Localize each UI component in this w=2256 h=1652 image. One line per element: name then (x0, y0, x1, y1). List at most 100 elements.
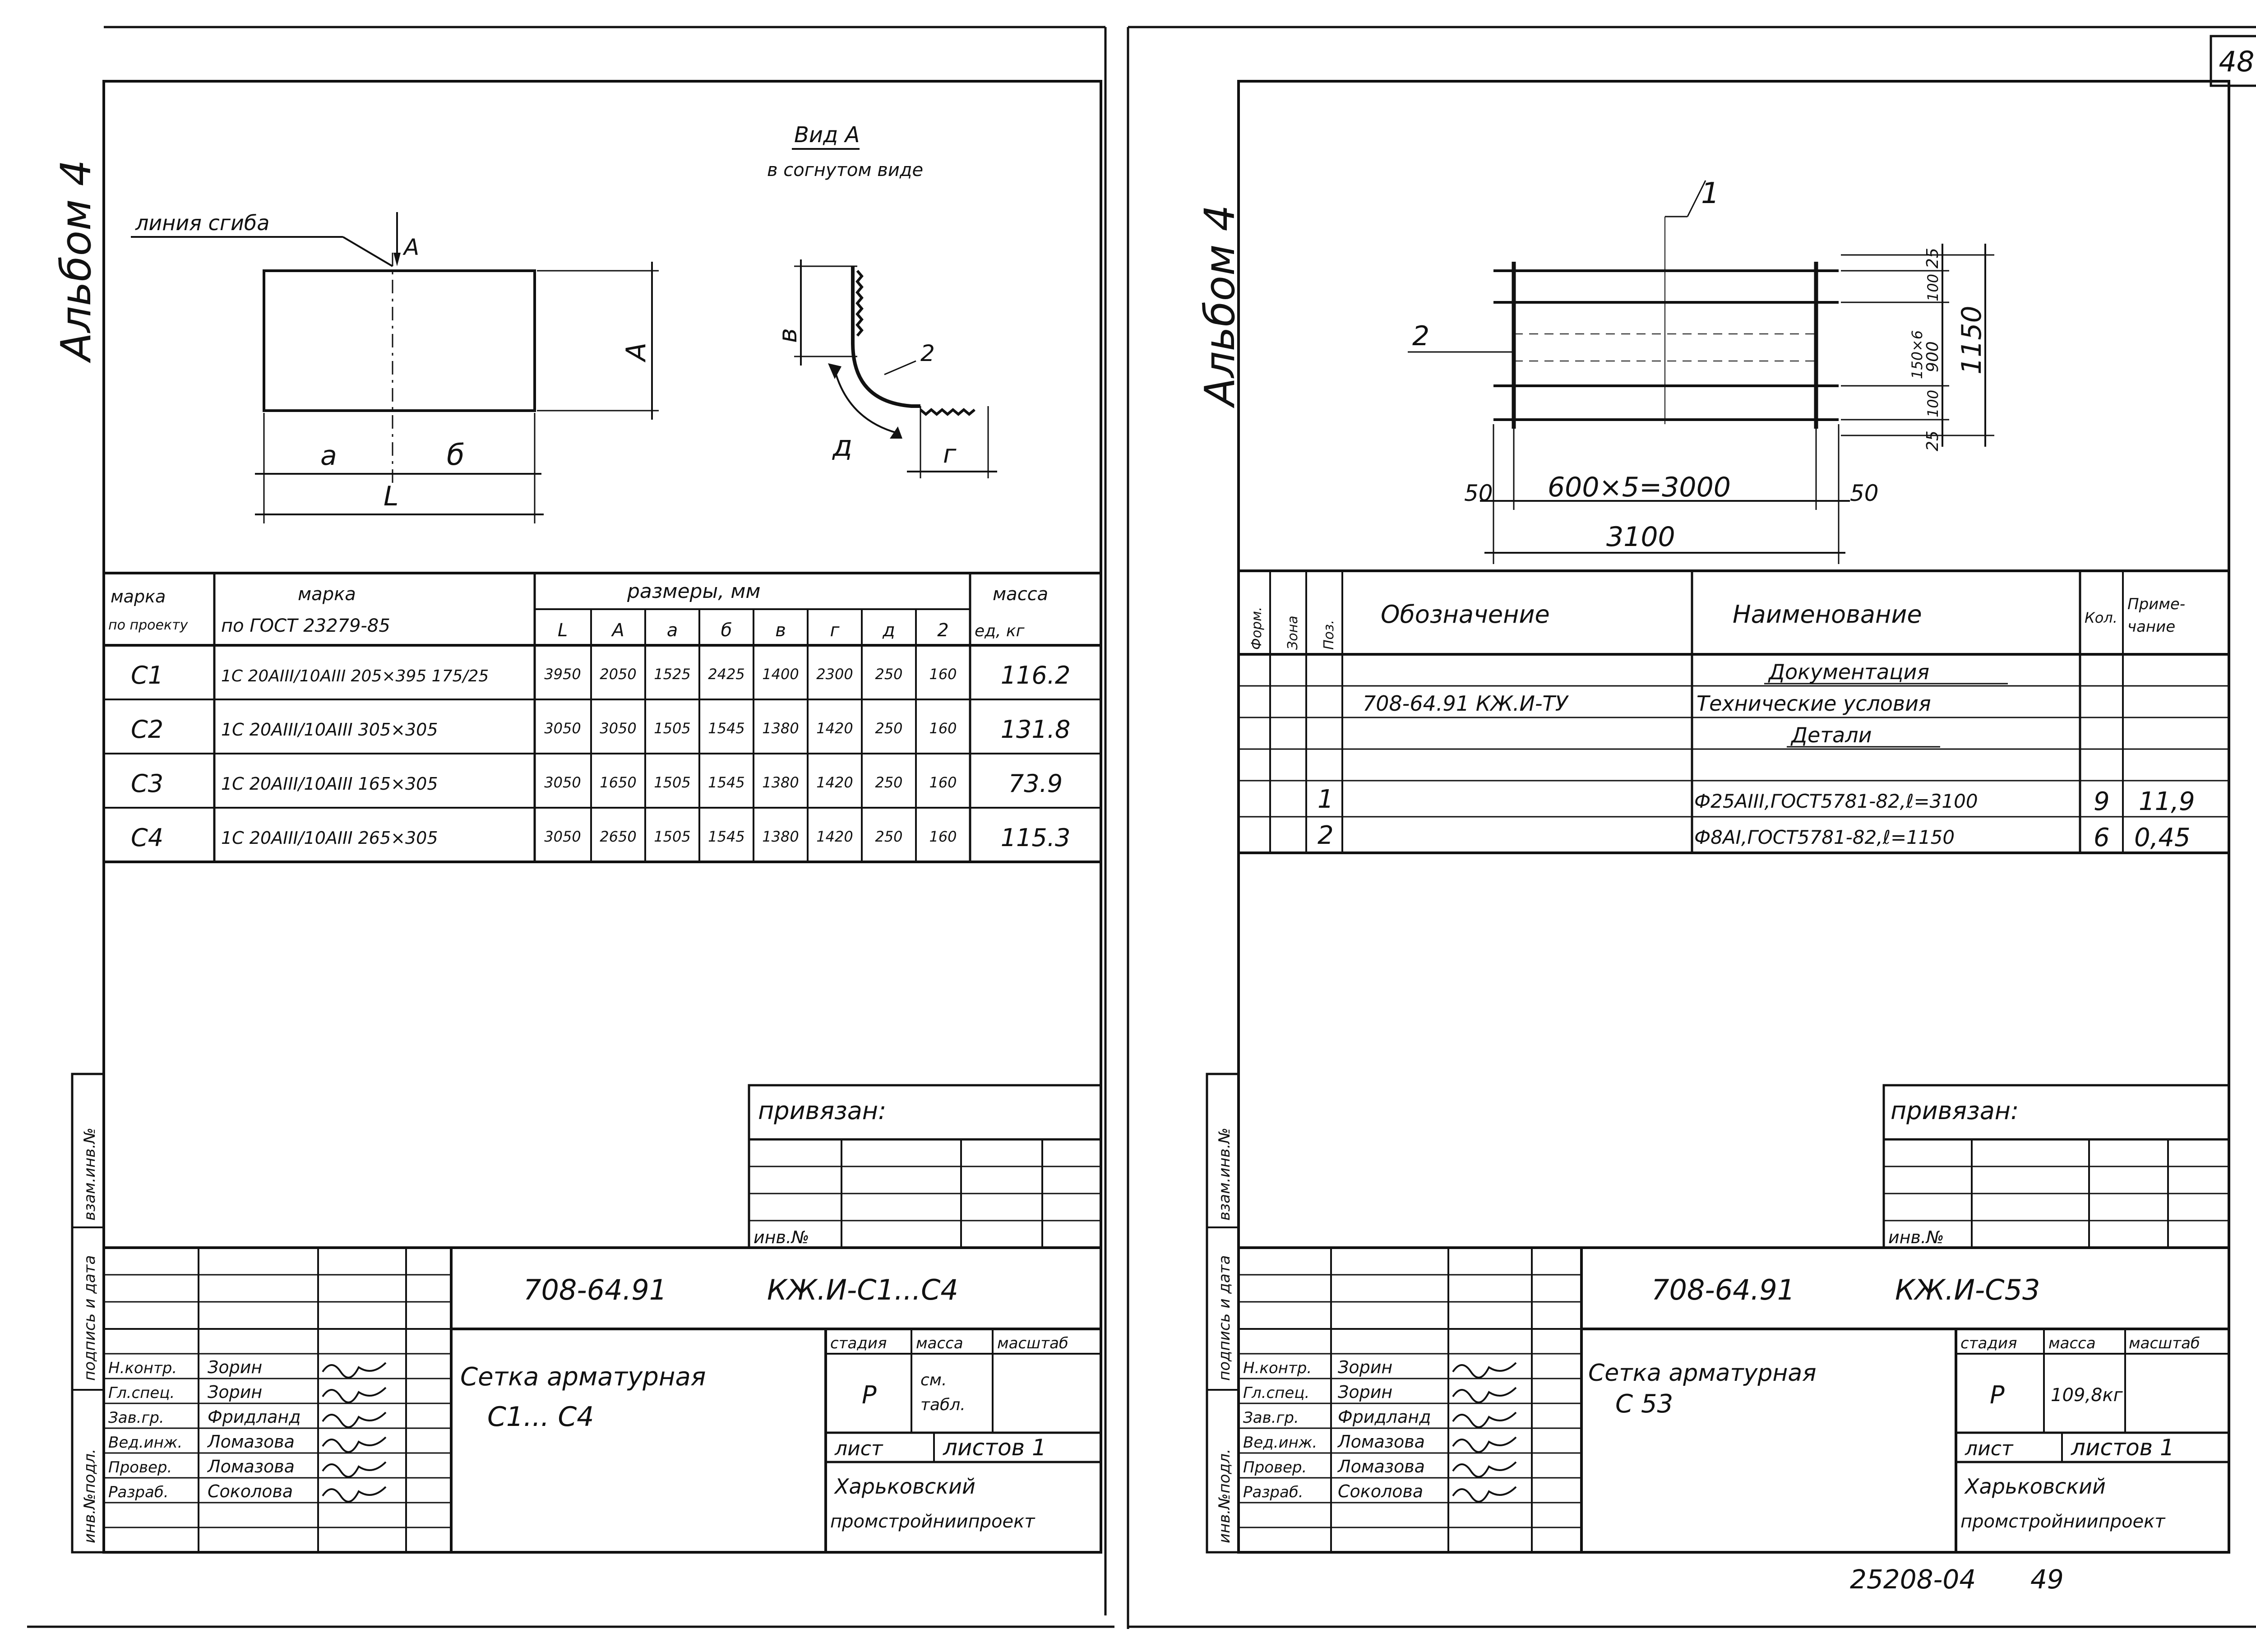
table-row: С1 1С 20АIII/10АIII 205×395 175/25 3950 … (131, 661, 1070, 689)
left-frame (102, 80, 1102, 1554)
bom-row: 2 Ф8АI,ГОСТ5781-82,ℓ=1150 6 0,45 (1318, 821, 2191, 852)
svg-text:3050: 3050 (544, 774, 581, 791)
dim-2-label: 2 (920, 340, 935, 366)
svg-text:2425: 2425 (708, 666, 744, 683)
left-signers: Н.контр. Зорин Гл.спец. Зорин Зав.гр. Фр… (108, 1357, 301, 1501)
left-stage-value: Р (862, 1381, 877, 1409)
dim-150x6: 150×6 (1909, 330, 1926, 379)
bom-section-docs: Документация (1768, 660, 1929, 684)
bend-line-label: линия сгиба (135, 211, 269, 235)
right-stamp-inv: инв.№подл. (1216, 1448, 1234, 1543)
left-stamp-inv: инв.№подл. (81, 1448, 99, 1543)
bom-head-qty: Кол. (2085, 609, 2117, 626)
head-mark-gost-2: по ГОСТ 23279-85 (221, 615, 390, 636)
right-title-block (1239, 1246, 2229, 1552)
right-side-stamp (1206, 1073, 1240, 1554)
left-title-1: Сетка арматурная (460, 1362, 706, 1392)
signer-name: Ломазова (1337, 1432, 1425, 1452)
signer-role: Н.контр. (1243, 1359, 1312, 1377)
head-mark-project-1: марка (111, 587, 166, 606)
svg-text:1650: 1650 (600, 774, 636, 791)
bom-row-note: 0,45 (2134, 823, 2191, 852)
size-col-head: L (558, 620, 568, 641)
svg-text:1420: 1420 (816, 828, 853, 845)
dim-main: 600×5=3000 (1548, 472, 1731, 503)
svg-text:160: 160 (929, 828, 957, 845)
dim-100-bot: 100 (1924, 390, 1942, 417)
dim-d-label: д (832, 430, 852, 463)
right-stage-value: Р (1990, 1381, 2005, 1409)
signer-role: Вед.инж. (108, 1434, 182, 1452)
signer-role: Разраб. (1243, 1483, 1304, 1501)
dim-L-label: L (384, 481, 398, 512)
signer-role: Н.контр. (108, 1359, 177, 1377)
right-org-2: промстройниипроект (1960, 1511, 2166, 1532)
bom-section-parts: Детали (1790, 723, 1872, 747)
signer-role: Зав.гр. (108, 1409, 164, 1427)
right-sheets-label: листов 1 (2071, 1435, 2174, 1461)
left-mass-value-1: см. (920, 1371, 947, 1389)
bom-head-name: Наименование (1733, 600, 1922, 629)
right-stamp-zam: взам.инв.№ (1216, 1128, 1234, 1221)
row-gost: 1С 20АIII/10АIII 165×305 (221, 774, 438, 794)
svg-text:1380: 1380 (762, 828, 799, 845)
svg-text:1545: 1545 (708, 828, 744, 845)
left-side-stamp (71, 1073, 105, 1554)
row-mark: С3 (131, 769, 163, 798)
signer-name: Зорин (208, 1382, 262, 1402)
signer-role: Вед.инж. (1243, 1434, 1317, 1452)
left-inv-label: инв.№ (754, 1227, 809, 1247)
bom-row-pos: 1 (1318, 785, 1334, 814)
page-number: 48 (2219, 45, 2255, 78)
dim-a-label: а (320, 440, 337, 472)
head-mark-gost-1: марка (298, 584, 356, 605)
right-col-mass: масса (2048, 1334, 2096, 1352)
svg-text:160: 160 (929, 666, 957, 683)
left-org-2: промстройниипроект (830, 1511, 1036, 1532)
svg-text:1505: 1505 (654, 774, 690, 791)
right-title-1: Сетка арматурная (1588, 1360, 1817, 1387)
left-album-label: Альбом 4 (52, 160, 100, 363)
left-doc-code: 708-64.91 (523, 1273, 667, 1306)
pos-2-label: 2 (1412, 320, 1429, 352)
svg-text:1400: 1400 (762, 666, 799, 683)
dim-25-bot: 25 (1923, 430, 1942, 451)
bom-head-pos: Поз. (1321, 620, 1337, 650)
row-mass: 115.3 (1001, 824, 1071, 852)
signer-role: Провер. (108, 1458, 172, 1476)
arrow-A-label: А (402, 234, 419, 260)
right-col-stage: стадия (1960, 1334, 2017, 1352)
right-mass-value: 109,8кг (2051, 1385, 2123, 1406)
left-col-stage: стадия (830, 1334, 887, 1352)
footer-number: 25208-04 (1850, 1564, 1976, 1595)
left-col-scale: масштаб (997, 1334, 1068, 1352)
size-col-head: г (830, 620, 840, 641)
size-col-head: д (882, 620, 895, 641)
dim-b-label: б (447, 439, 464, 472)
dim-v-label: в (773, 328, 803, 343)
svg-text:1420: 1420 (816, 774, 853, 791)
left-sheet-label: лист (834, 1437, 883, 1460)
left-mass-value-2: табл. (920, 1396, 966, 1414)
row-mark: С2 (131, 715, 163, 744)
row-mass: 131.8 (1001, 715, 1071, 744)
bom-row-qty: 9 (2094, 787, 2110, 816)
signer-name: Фридланд (208, 1407, 301, 1427)
right-stamp-sign: подпись и дата (1216, 1255, 1234, 1381)
right-doc-code: 708-64.91 (1651, 1273, 1795, 1306)
dim-total: 3100 (1606, 521, 1675, 553)
svg-text:3050: 3050 (544, 720, 581, 737)
svg-text:3950: 3950 (544, 666, 581, 683)
right-doc-suffix: КЖ.И-С53 (1895, 1273, 2040, 1306)
signer-name: Фридланд (1338, 1407, 1431, 1427)
dim-25-top: 25 (1923, 248, 1942, 268)
pos-1-label: 1 (1701, 177, 1720, 210)
signer-name: Соколова (1338, 1481, 1423, 1501)
bom-row: 1 Ф25АIII,ГОСТ5781-82,ℓ=3100 9 11,9 (1318, 785, 2195, 816)
svg-text:250: 250 (875, 828, 902, 845)
svg-text:160: 160 (929, 774, 957, 791)
page-number-box (2210, 35, 2256, 87)
svg-text:1380: 1380 (762, 720, 799, 737)
right-signers: Н.контр. Зорин Гл.спец. Зорин Зав.гр. Фр… (1243, 1357, 1431, 1501)
row-mass: 73.9 (1008, 769, 1063, 798)
